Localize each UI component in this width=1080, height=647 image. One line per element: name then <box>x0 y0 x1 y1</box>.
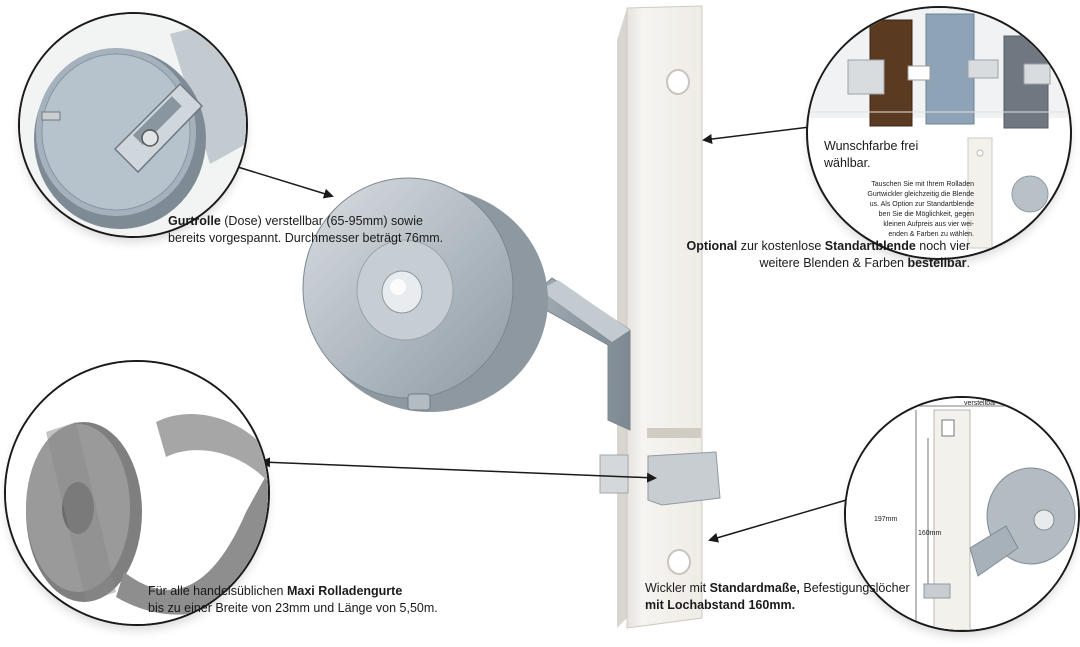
optional-caption-bold1: Optional <box>686 239 738 253</box>
arrow-belt <box>260 457 657 483</box>
color-body-line: kleinen Aufpreis aus vier wei- <box>883 221 974 228</box>
gurtrolle-caption-rest: (Dose) verstellbar (65-95mm) sowie <box>220 214 423 228</box>
wickler-caption-line2: mit Lochabstand 160mm. <box>645 597 910 614</box>
optional-caption-end: . <box>966 256 970 270</box>
optional-caption-mid1: zur kostenlose <box>737 239 825 253</box>
color-body-line: us. Als Option zur Standartblende <box>869 201 974 208</box>
dimension-label-top: verstellbar <box>964 400 997 407</box>
color-body-line: ben Sie die Möglichkeit, gegen <box>878 211 974 218</box>
color-options-circle: Wunschfarbe frei wählbar. Tauschen Sie m… <box>808 8 1070 258</box>
gurte-caption-line1: Für alle handelsüblichen Maxi Rolladengu… <box>148 583 438 600</box>
gurtrolle-caption: Gurtrolle (Dose) verstellbar (65-95mm) s… <box>168 213 443 247</box>
optional-caption-line2-start: weitere Blenden & Farben <box>759 256 908 270</box>
wickler-caption-line1: Wickler mit Standardmaße, Befestigungslö… <box>645 580 910 597</box>
wickler-caption-bold1: Standardmaße, <box>709 581 800 595</box>
dimension-circle: verstellbar 197mm 160mm <box>846 398 1078 630</box>
optional-caption: Optional zur kostenlose Standartblende n… <box>654 238 970 272</box>
optional-caption-line1: Optional zur kostenlose Standartblende n… <box>654 238 970 255</box>
grey-blue-plate <box>925 13 975 125</box>
optional-caption-bold3: bestellbar <box>907 256 967 270</box>
mounting-hole-top <box>666 69 690 95</box>
color-body-line: Gurtwickler gleichzeitig die Blende <box>867 191 974 198</box>
wickler-caption: Wickler mit Standardmaße, Befestigungslö… <box>645 580 910 614</box>
color-heading: Wunschfarbe frei wählbar. <box>824 138 918 172</box>
gurte-caption-line1-start: Für alle handelsüblichen <box>148 584 287 598</box>
arrow-color <box>702 122 820 144</box>
gurte-caption-line2: bis zu einer Breite von 23mm und Länge v… <box>148 601 438 615</box>
dimension-label-197: 197mm <box>874 516 898 523</box>
dimension-drawing <box>846 398 1078 630</box>
gurte-caption-bold: Maxi Rolladengurte <box>286 584 403 598</box>
dimension-label-160: 160mm <box>918 530 942 537</box>
color-heading-line1: Wunschfarbe frei <box>824 139 919 153</box>
belt-slot <box>647 428 701 438</box>
optional-caption-bold2: Standartblende <box>824 239 916 253</box>
optional-caption-mid2: noch vier <box>915 239 970 253</box>
gurtrolle-caption-line2: bereits vorgespannt. Durchmesser beträgt… <box>168 231 444 245</box>
mounting-hole-bottom <box>667 549 691 575</box>
color-options-image <box>808 8 1070 249</box>
color-body-line: enden & Farben zu wählen. <box>888 231 974 238</box>
wickler-caption-end: Befestigungslöcher <box>799 581 910 595</box>
belt-guide <box>647 451 721 506</box>
color-body-text: Tauschen Sie mit Ihrem Rolladen Gurtwick… <box>824 180 974 240</box>
gurtrolle-caption-bold: Gurtrolle <box>168 214 221 228</box>
arrow-dimension <box>708 493 862 543</box>
gurtrolle-caption-line1: Gurtrolle (Dose) verstellbar (65-95mm) s… <box>168 213 443 230</box>
gurte-caption: Für alle handelsüblichen Maxi Rolladengu… <box>148 583 438 617</box>
belt-closeup-circle <box>6 362 268 624</box>
main-product-illustration <box>302 5 721 629</box>
reel-closeup-image <box>20 14 246 236</box>
wickler-caption-start: Wickler mit <box>645 581 710 595</box>
color-heading-line2: wählbar. <box>824 156 871 170</box>
wickler-caption-bold2: mit Lochabstand 160mm. <box>645 598 796 612</box>
belt-roll-image <box>6 362 268 624</box>
color-body-line: Tauschen Sie mit Ihrem Rolladen <box>871 181 974 188</box>
optional-caption-line2: weitere Blenden & Farben bestellbar. <box>654 255 970 272</box>
reel-closeup-circle <box>20 14 246 236</box>
